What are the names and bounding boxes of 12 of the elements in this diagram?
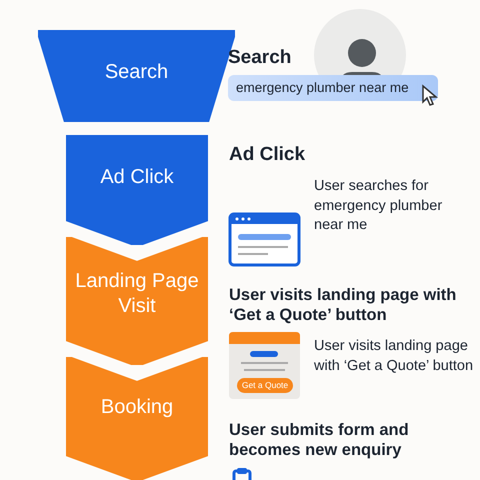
step-heading: User submits form and becomes new enquiry xyxy=(229,421,410,461)
search-query-field: emergency plumber near me xyxy=(228,75,438,101)
step-description: User searches for emergency plumber near me xyxy=(314,177,444,236)
step-description: User visits landing page with ‘Get a Quote’ button xyxy=(314,337,474,376)
stage-label: Booking xyxy=(100,395,174,420)
step-heading: Ad Click xyxy=(229,144,306,167)
step-heading: User visits landing page with ‘Get a Quote’ button xyxy=(229,286,458,326)
quote-button-text: Get a Quote xyxy=(240,379,290,392)
stage-label: Landing Page Visit xyxy=(74,269,200,319)
step-heading: Search xyxy=(228,47,292,70)
stage-label: Ad Click xyxy=(99,165,175,190)
stage-label: Search xyxy=(104,60,170,85)
